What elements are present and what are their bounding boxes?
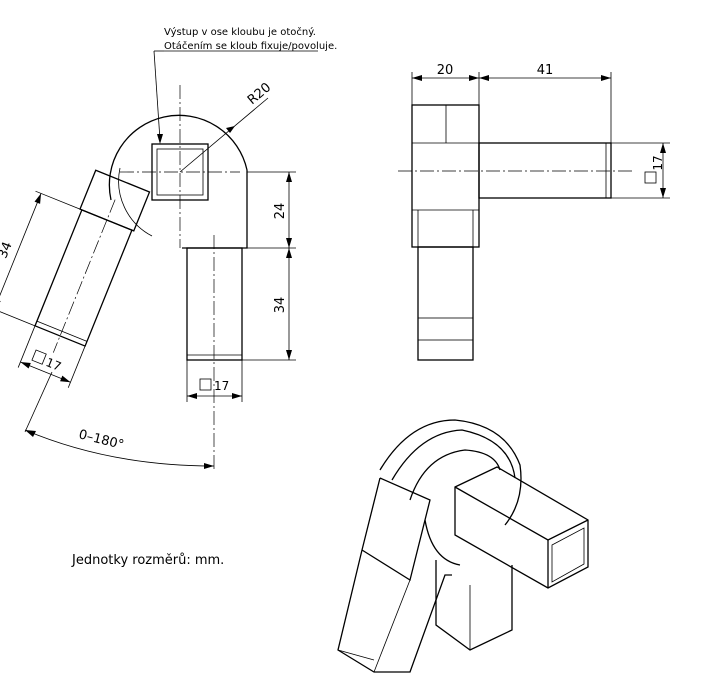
iso-shaft-top-edges — [454, 486, 589, 541]
side-view: 20 41 17 — [398, 63, 670, 361]
dim20-label: 20 — [437, 63, 454, 78]
arm-ext-line-top — [35, 190, 81, 210]
dim34-arrow-top — [286, 248, 292, 258]
dim17-arrow-right — [232, 393, 242, 399]
dim17s-arrow-top — [660, 143, 666, 153]
dim34-label: 34 — [273, 297, 288, 314]
angled-arm: 17 34 — [0, 169, 151, 388]
iso-vertical-shaft — [435, 560, 513, 651]
iso-horizontal-shaft — [454, 466, 589, 589]
isometric-view — [337, 419, 589, 673]
units-note: Jednotky rozměrů: mm. — [72, 553, 225, 568]
vertical-shaft — [186, 247, 243, 361]
iso-disc-inner — [409, 449, 501, 501]
side-head — [411, 104, 480, 248]
dim24-arrow-top — [286, 172, 292, 182]
iso-disc-front — [391, 429, 516, 481]
angle-label: 0–180° — [77, 427, 125, 453]
arm-dim-17-label: 17 — [44, 355, 63, 374]
dim17s-label: 17 — [651, 155, 665, 170]
arm-dim-arrow-left — [20, 361, 31, 369]
side-horizontal-shaft — [478, 142, 612, 199]
arm-dim-arrow-bottom — [0, 298, 1, 310]
arm-dim-arrow-top — [34, 193, 42, 204]
dim17-label: 17 — [214, 379, 229, 393]
note-line-2: Otáčením se kloub fixuje/povoluje. — [164, 40, 337, 52]
angled-arm-centerline — [52, 199, 116, 353]
angle-arrow-left — [25, 430, 36, 437]
arm-square-symbol — [31, 349, 47, 365]
joint-hub-arc — [118, 167, 153, 237]
side-vertical-shaft — [417, 246, 474, 361]
note-leader-v — [153, 50, 161, 141]
arm-ext-line-right — [67, 345, 86, 388]
angle-arc — [24, 429, 215, 467]
radius-leader-arrow — [226, 126, 235, 133]
note-leader-arrow — [157, 134, 163, 144]
radius-label: R20 — [245, 80, 274, 108]
dim17-arrow-left — [187, 393, 197, 399]
dim17-square-symbol — [199, 378, 212, 391]
dim34-arrow-bottom — [286, 350, 292, 360]
iso-arm-collar — [361, 477, 431, 582]
arm-ext-line-left — [17, 325, 36, 368]
iso-disc-lower — [424, 519, 461, 566]
dim41-arrow-right — [601, 75, 611, 81]
arm-dim-34-label: 34 — [0, 240, 16, 261]
side-shaft-band — [417, 317, 474, 341]
dim20-arrow-right — [469, 75, 479, 81]
dim41-arrow-left — [479, 75, 489, 81]
joint-head-outline — [108, 114, 248, 249]
iso-arm-outline — [337, 477, 452, 673]
dim20-arrow-left — [412, 75, 422, 81]
arm-ext-line-bottom — [0, 306, 36, 327]
iso-arm-edge — [373, 579, 411, 673]
arm-dim-line-34 — [0, 193, 42, 310]
iso-disc-back — [379, 419, 522, 526]
dim24-label: 24 — [273, 203, 288, 220]
angle-arrow-right — [204, 463, 214, 469]
radius-leader — [179, 97, 269, 173]
iso-shaft-end-face — [551, 527, 585, 583]
dim24-arrow-bottom — [286, 238, 292, 248]
iso-arm-chamfer — [337, 649, 375, 661]
dim17s-arrow-bottom — [660, 188, 666, 198]
front-view: 17 34 R20 Výstup v ose kloubu je otočný.… — [0, 26, 337, 470]
note-line-1: Výstup v ose kloubu je otočný. — [164, 26, 316, 38]
dim41-label: 41 — [537, 63, 554, 78]
dim17s-square-symbol — [644, 171, 657, 184]
angle-ext-line — [24, 371, 53, 433]
arm-dim-arrow-right — [60, 375, 71, 383]
